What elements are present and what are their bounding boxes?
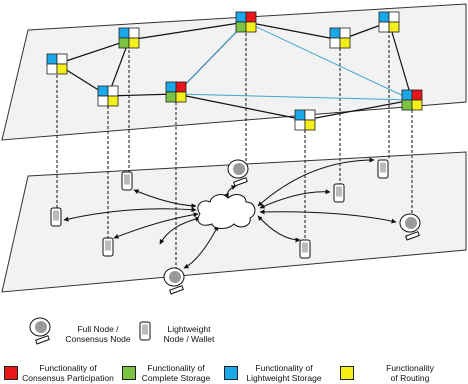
overlay-nodes <box>46 11 423 131</box>
legend-consensus-swatch <box>4 366 18 380</box>
full-node-computer-icon <box>399 213 421 241</box>
overlay-node-c <box>97 85 119 107</box>
lightweight-phone-icon <box>50 207 62 227</box>
lightweight-phone-icon <box>333 183 345 203</box>
overlay-node-d <box>165 81 187 103</box>
overlay-node-b <box>118 27 140 49</box>
full-node-computer-icon <box>163 267 185 295</box>
legend-lightweight-icon <box>139 321 151 341</box>
legend-full-node-label: Full Node /Consensus Node <box>65 324 131 344</box>
lightweight-phone-icon <box>102 237 114 257</box>
internet-cloud-icon <box>197 194 256 229</box>
lightweight-phone-icon <box>121 171 133 191</box>
lightweight-phone-icon <box>299 239 311 259</box>
legend-full-node-icon <box>29 317 51 345</box>
physical-links <box>63 157 397 269</box>
lightweight-phone-icon <box>377 159 389 179</box>
overlay-node-a <box>46 53 68 75</box>
overlay-node-f <box>329 27 351 49</box>
overlay-node-i <box>401 89 423 111</box>
overlay-node-g <box>378 11 400 33</box>
overlay-node-h <box>294 109 316 131</box>
overlay-node-e <box>235 11 257 33</box>
legend-complete-storage-swatch <box>122 366 136 380</box>
lightweight-phones <box>50 159 389 259</box>
legend-routing-swatch <box>340 366 354 380</box>
consensus-links <box>175 21 413 101</box>
full-node-computers <box>163 159 421 295</box>
legend-lightweight-storage-swatch <box>224 366 238 380</box>
full-node-computer-icon <box>227 159 249 187</box>
